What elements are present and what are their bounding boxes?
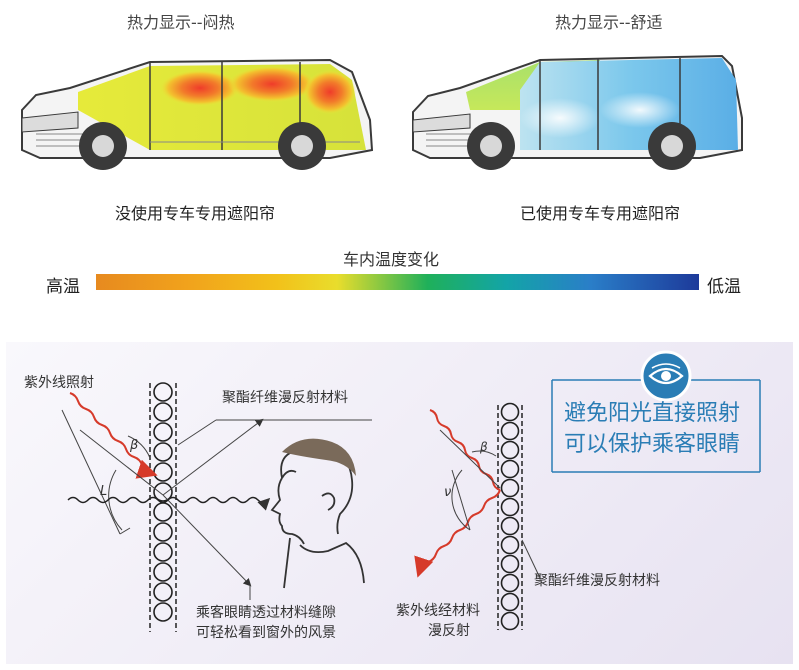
hot-title: 热力显示--闷热 bbox=[127, 13, 235, 32]
badge-line-1: 避免阳光直接照射 bbox=[564, 401, 741, 426]
eye-icon bbox=[648, 363, 684, 385]
nu-symbol: ν bbox=[444, 485, 452, 500]
hot-caption: 没使用专车专用遮阳帘 bbox=[115, 204, 276, 223]
comfort-caption: 已使用专车专用遮阳帘 bbox=[520, 204, 681, 223]
material-label-bottom: 聚酯纤维漫反射材料 bbox=[534, 573, 660, 589]
uv-label: 紫外线照射 bbox=[24, 375, 94, 391]
beta-symbol-left: β bbox=[130, 438, 139, 453]
beta-symbol-right: β bbox=[480, 440, 488, 454]
eye-protection-badge: 避免阳光直接照射 可以保护乘客眼睛 bbox=[564, 398, 740, 460]
car-heat-illustrations bbox=[21, 54, 743, 170]
reflect-caption-line2: 漫反射 bbox=[428, 623, 470, 639]
fabric-column-right bbox=[497, 402, 523, 631]
fabric-column-left bbox=[149, 382, 177, 632]
scale-low-label: 低温 bbox=[707, 277, 741, 297]
scale-title: 车内温度变化 bbox=[343, 250, 440, 269]
reflect-caption-line1: 紫外线经材料 bbox=[396, 603, 480, 619]
hot-car bbox=[21, 58, 374, 170]
comfort-title: 热力显示--舒适 bbox=[555, 13, 663, 32]
material-label-top: 聚酯纤维漫反射材料 bbox=[222, 390, 348, 406]
comfort-car bbox=[412, 54, 743, 170]
scale-high-label: 高温 bbox=[46, 277, 80, 297]
temperature-gradient-bar bbox=[96, 274, 699, 290]
badge-line-2: 可以保护乘客眼睛 bbox=[564, 432, 741, 457]
l-symbol: L bbox=[100, 484, 108, 499]
view-caption-line1: 乘客眼睛透过材料缝隙 bbox=[196, 605, 336, 621]
view-caption-line2: 可轻松看到窗外的风景 bbox=[196, 625, 336, 641]
